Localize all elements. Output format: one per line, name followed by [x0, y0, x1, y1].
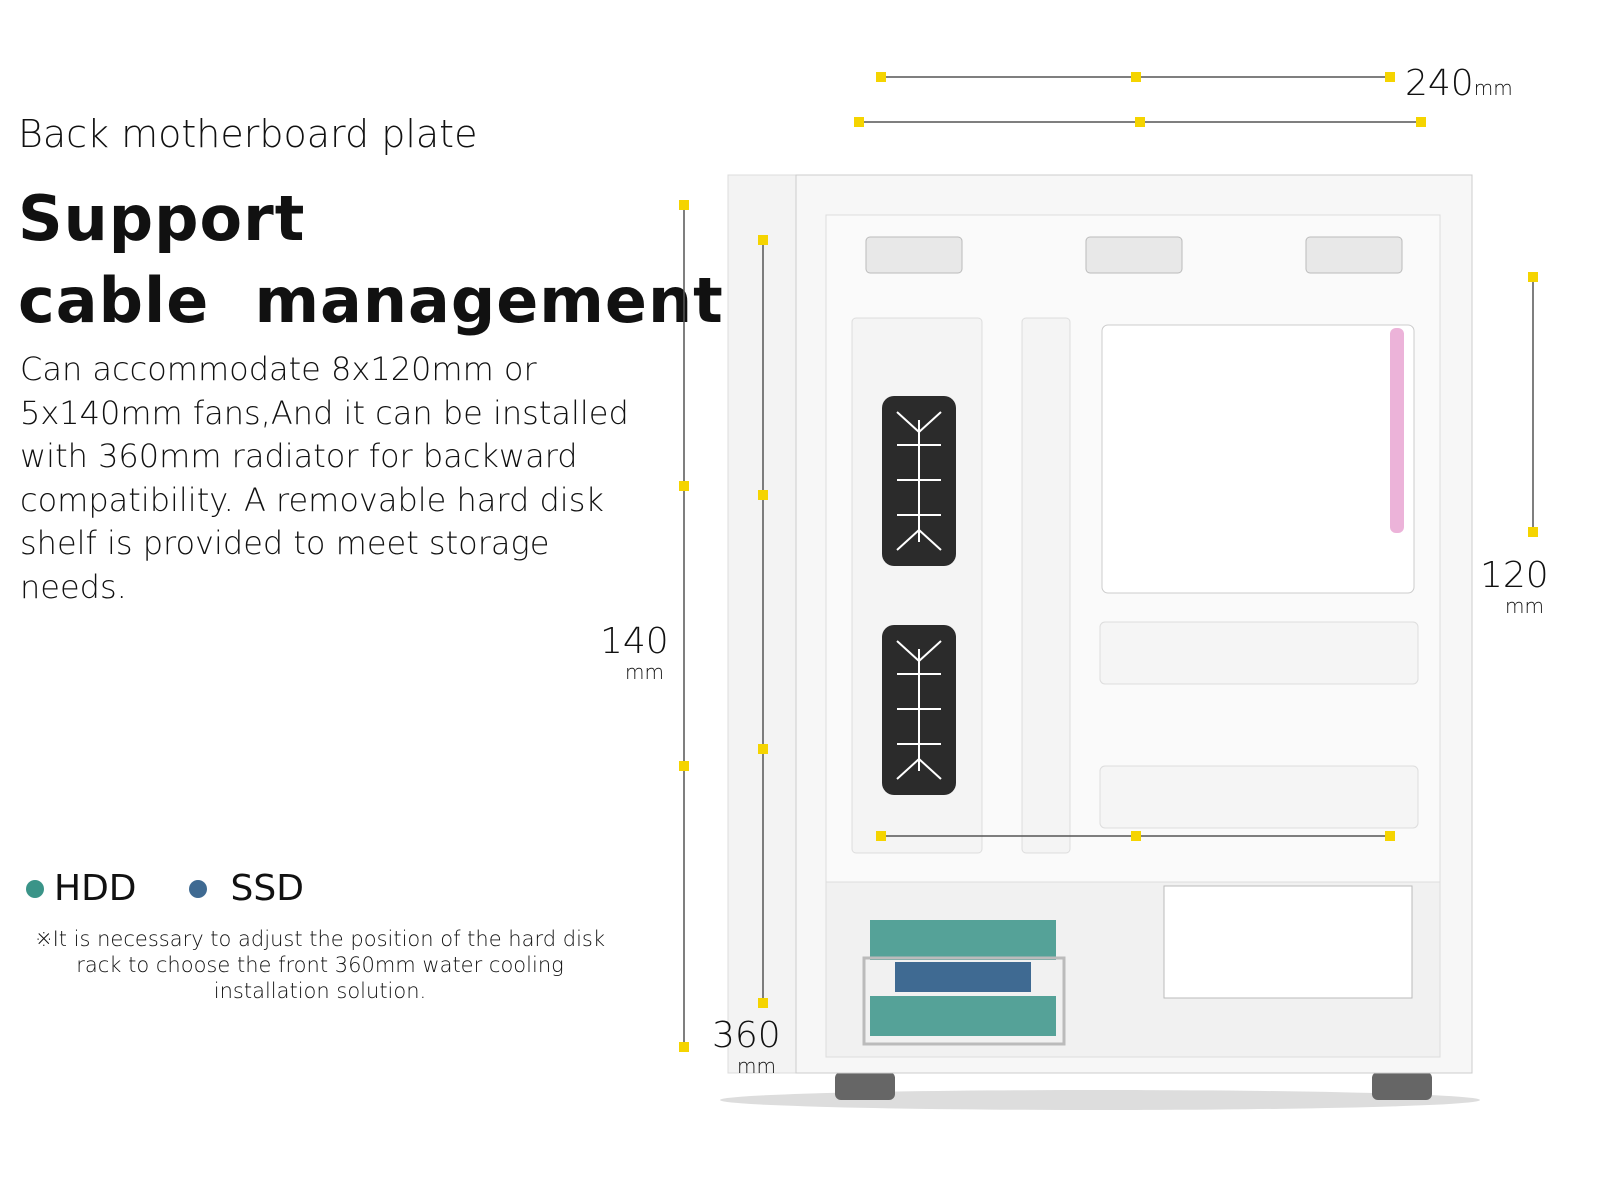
dimension-top: 240mm [1405, 63, 1513, 104]
title-line-2: cable management [18, 264, 724, 337]
legend-hdd: HDD [54, 868, 137, 909]
foot [835, 1072, 895, 1100]
ssd-dot-icon [188, 879, 207, 898]
dimension-markers [679, 72, 1538, 1052]
hdd-dot-icon [26, 879, 44, 898]
legend: HDD SSD [26, 868, 304, 909]
description: Can accommodate 8x120mm or 5x140mm fans,… [20, 350, 629, 606]
foot [1372, 1072, 1432, 1100]
page-title: Support cable management [18, 178, 724, 342]
note: ※It is necessary to adjust the position … [34, 927, 606, 1003]
legend-ssd: SSD [230, 868, 304, 909]
subtitle: Back motherboard plate [18, 112, 478, 156]
title-line-1: Support [18, 182, 306, 255]
